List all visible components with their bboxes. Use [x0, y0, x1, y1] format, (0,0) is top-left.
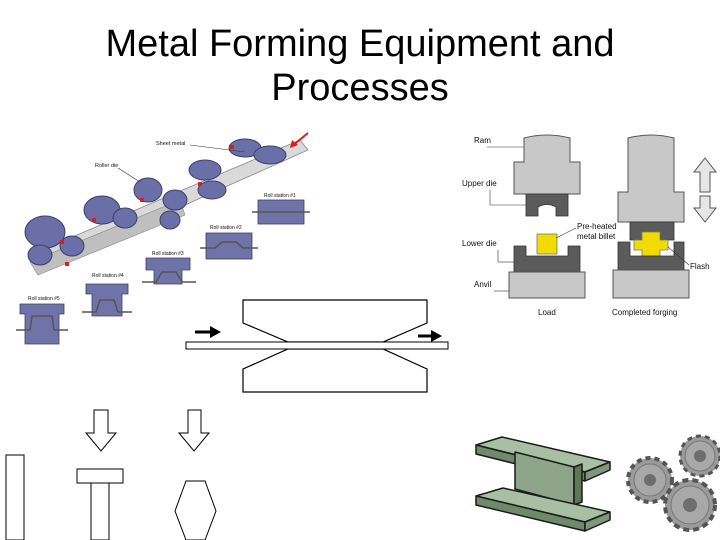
upper-die [525, 193, 569, 217]
sheet-metal-leader [189, 144, 246, 153]
completed-caption: Completed forging [612, 308, 677, 317]
load-caption: Load [538, 308, 556, 317]
slide-title-line2: Processes [271, 67, 449, 109]
roll-station-5-label: Roll station #5 [28, 296, 60, 302]
lower-die [242, 348, 428, 393]
upper-die [242, 299, 428, 343]
headed-part-shank [90, 482, 110, 540]
roller [197, 180, 227, 200]
roller-die-leader [117, 167, 141, 183]
arrow-right-icon [418, 330, 442, 342]
roll-station-1: Roll station #1 [252, 193, 310, 225]
tall-billet [5, 454, 25, 540]
billet-label-line2: metal billet [577, 232, 616, 241]
drawing-die-sketch [185, 299, 449, 393]
red-markers [60, 145, 234, 266]
sheet-metal-label: Sheet metal [156, 141, 185, 147]
arrow-right-icon [195, 326, 221, 338]
roller-die-label: Roller die [95, 163, 118, 169]
upsetting-sketch [5, 409, 217, 540]
roll-station-3: Roll station #3 [142, 251, 196, 285]
anvil [508, 271, 586, 299]
upset-hexagon [174, 480, 217, 540]
roller [253, 145, 287, 165]
anvil-completed [612, 269, 690, 299]
ram-label: Ram [474, 136, 491, 145]
roller [24, 215, 66, 249]
roller [162, 189, 188, 211]
roll-station-2-label: Roll station #2 [210, 225, 242, 231]
roller [112, 207, 138, 229]
roller-die-set [24, 138, 287, 266]
ram [513, 134, 581, 195]
ram-completed [617, 134, 685, 223]
roll-station-1-label: Roll station #1 [264, 193, 296, 199]
flash-label: Flash [690, 262, 710, 271]
gear-icon [678, 434, 720, 478]
roller [188, 159, 222, 181]
headed-part-cap [76, 468, 124, 484]
roller [133, 177, 163, 203]
forging-diagram: Ram Upper die Lower die Anvil Pre-heated… [462, 134, 718, 317]
gears-clipart [626, 434, 720, 532]
roller [159, 210, 181, 230]
slide-title-line1: Metal Forming Equipment and [105, 23, 615, 65]
down-arrow-icon [177, 409, 211, 452]
roll-station-3-label: Roll station #3 [152, 251, 184, 257]
roll-station-5: Roll station #5 [16, 296, 68, 345]
gear-icon [626, 456, 674, 504]
roller [59, 235, 85, 257]
anvil-label: Anvil [474, 280, 492, 289]
billet-leader [555, 227, 577, 239]
i-beam-clipart [475, 436, 611, 532]
lower-die-label: Lower die [462, 239, 497, 248]
roller [27, 244, 53, 266]
workpiece-strip [185, 341, 449, 350]
flash-leader [667, 246, 690, 266]
down-arrow-icon [84, 409, 118, 452]
slide-title: Metal Forming Equipment and Processes [0, 22, 720, 110]
up-down-arrow-icon [692, 157, 718, 223]
roll-station-2: Roll station #2 [200, 225, 258, 260]
metal-billet [536, 233, 558, 255]
feed-arrowhead-icon [290, 140, 298, 148]
roll-forming-diagram: Sheet metal Roller die Roll station #1 R… [16, 132, 310, 345]
roll-station-4: Roll station #4 [82, 273, 132, 317]
billet-label-line1: Pre-heated [577, 222, 617, 231]
upper-die-label: Upper die [462, 179, 497, 188]
gear-icon [663, 478, 717, 532]
roll-station-4-label: Roll station #4 [92, 273, 124, 279]
